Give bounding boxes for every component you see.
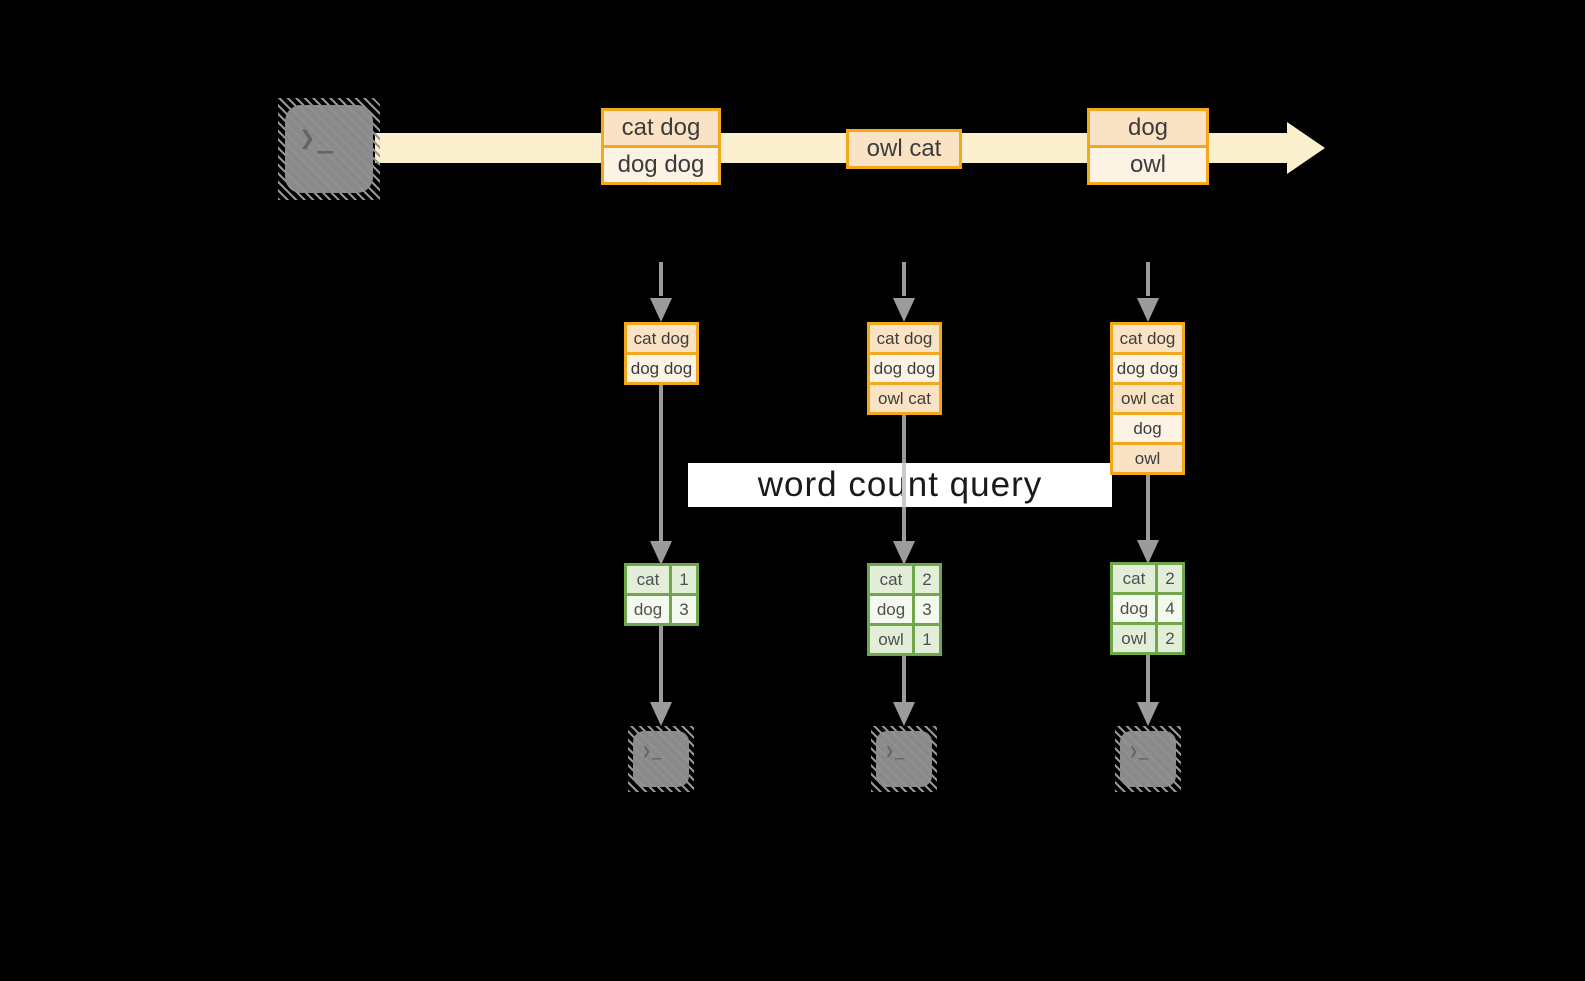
input-row: dog dog — [870, 355, 939, 382]
arrowhead-icon — [893, 702, 915, 726]
count-cell: 1 — [915, 626, 939, 653]
result-table-3: cat 2 dog 4 owl 2 — [1110, 562, 1185, 655]
input-row: dog — [1113, 415, 1182, 442]
terminal-prompt-glyph: ❯_ — [299, 122, 336, 154]
input-to-result-line — [659, 385, 663, 541]
stream-timeline-arrowhead-icon — [1287, 122, 1325, 174]
arrowhead-icon — [1137, 702, 1159, 726]
line-through-label — [902, 463, 906, 507]
input-row: owl — [1113, 445, 1182, 472]
stream-batch-3: dog owl — [1087, 108, 1209, 185]
arrowhead-icon — [1137, 540, 1159, 564]
stream-batch-2: owl cat — [846, 129, 962, 169]
word-cell: dog — [627, 596, 669, 623]
word-cell: dog — [870, 596, 912, 623]
terminal-sink-icon: ❯_ — [628, 726, 694, 792]
batch-row: owl cat — [849, 132, 959, 166]
stream-to-input-arrow — [902, 262, 906, 296]
stream-to-input-arrow — [1146, 262, 1150, 296]
terminal-sink-icon: ❯_ — [1115, 726, 1181, 792]
count-cell: 1 — [672, 566, 696, 593]
count-cell: 2 — [915, 566, 939, 593]
count-cell: 2 — [1158, 625, 1182, 652]
word-cell: cat — [870, 566, 912, 593]
result-to-sink-line — [902, 656, 906, 702]
input-row: cat dog — [627, 325, 696, 352]
stream-batch-1: cat dog dog dog — [601, 108, 721, 185]
word-cell: dog — [1113, 595, 1155, 622]
batch-row: dog — [1090, 111, 1206, 145]
input-row: cat dog — [870, 325, 939, 352]
count-cell: 3 — [672, 596, 696, 623]
arrowhead-icon — [650, 702, 672, 726]
input-to-result-line — [1146, 475, 1150, 541]
arrowhead-icon — [650, 298, 672, 322]
input-row: dog dog — [1113, 355, 1182, 382]
arrowhead-icon — [893, 298, 915, 322]
stream-to-input-arrow — [659, 262, 663, 296]
query-label-band: word count query — [688, 463, 1112, 507]
input-table-2: cat dog dog dog owl cat — [867, 322, 942, 415]
terminal-prompt-glyph: ❯_ — [884, 742, 906, 761]
terminal-sink-icon: ❯_ — [871, 726, 937, 792]
batch-row: cat dog — [604, 111, 718, 145]
result-to-sink-line — [1146, 655, 1150, 702]
input-row: dog dog — [627, 355, 696, 382]
terminal-prompt-glyph: ❯_ — [641, 742, 663, 761]
result-to-sink-line — [659, 626, 663, 702]
arrowhead-icon — [650, 541, 672, 565]
word-cell: cat — [1113, 565, 1155, 592]
terminal-source-icon: ❯_ — [278, 98, 380, 200]
input-table-1: cat dog dog dog — [624, 322, 699, 385]
input-row: cat dog — [1113, 325, 1182, 352]
query-label: word count query — [757, 465, 1043, 504]
result-table-2: cat 2 dog 3 owl 1 — [867, 563, 942, 656]
word-cell: owl — [1113, 625, 1155, 652]
input-table-3: cat dog dog dog owl cat dog owl — [1110, 322, 1185, 475]
batch-row: dog dog — [604, 148, 718, 182]
word-cell: cat — [627, 566, 669, 593]
word-cell: owl — [870, 626, 912, 653]
arrowhead-icon — [1137, 298, 1159, 322]
result-table-1: cat 1 dog 3 — [624, 563, 699, 626]
terminal-body: ❯_ — [633, 731, 689, 787]
terminal-body: ❯_ — [285, 105, 373, 193]
terminal-body: ❯_ — [1120, 731, 1176, 787]
input-row: owl cat — [1113, 385, 1182, 412]
count-cell: 4 — [1158, 595, 1182, 622]
input-row: owl cat — [870, 385, 939, 412]
arrowhead-icon — [893, 541, 915, 565]
terminal-prompt-glyph: ❯_ — [1128, 742, 1150, 761]
terminal-body: ❯_ — [876, 731, 932, 787]
count-cell: 3 — [915, 596, 939, 623]
batch-row: owl — [1090, 148, 1206, 182]
count-cell: 2 — [1158, 565, 1182, 592]
